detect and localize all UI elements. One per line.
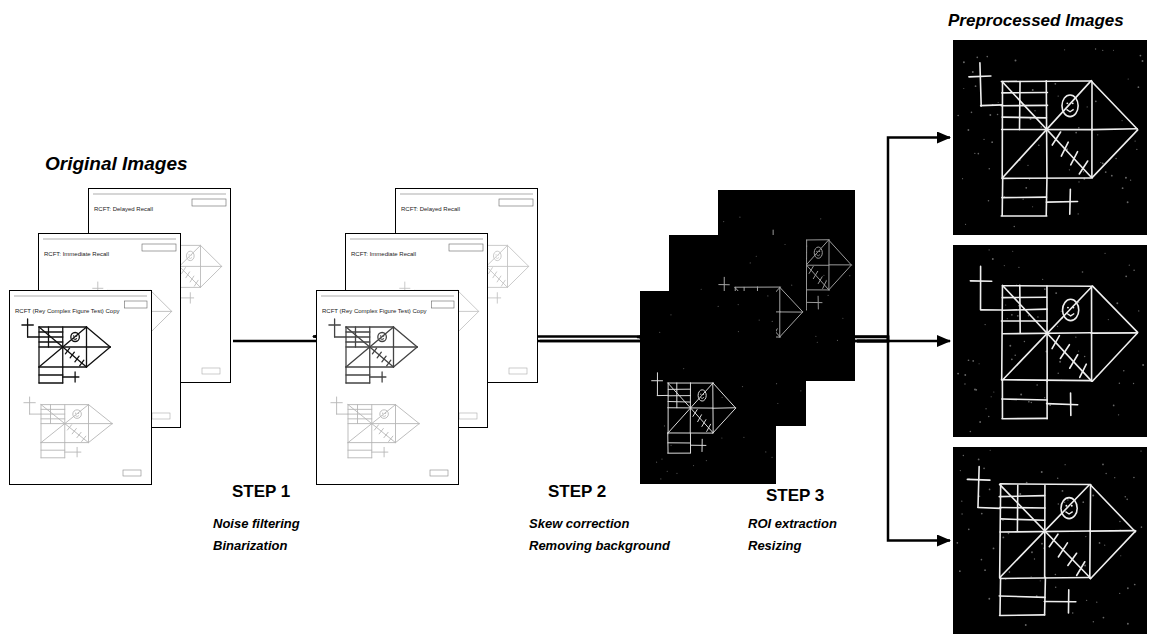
page-header: RCFT (Rey Complex Figure Test) Copy [322,308,426,314]
label-slot: Skew correction [529,514,629,532]
step-description: Binarization [213,538,287,553]
stack-heading: Original Images [45,153,188,175]
flow-arrow [857,138,950,342]
flow-arrow [857,341,950,541]
image-stack: RCFT: Delayed RecallRCFT: Immediate Reca… [316,188,538,485]
step-title: STEP 2 [548,482,606,502]
image-stack: Original ImagesRCFT: Delayed RecallRCFT:… [9,153,231,485]
page-illustration [317,291,458,484]
label-slot: Resizing [748,536,801,554]
binarized-stack [640,190,855,484]
rey-figure [329,319,417,383]
connector-group [233,138,950,541]
binarized-pages [640,190,855,484]
preprocessed-illustration [953,245,1147,437]
step-description: Skew correction [529,516,629,531]
form-page: RCFT (Rey Complex Figure Test) Copy [9,290,152,485]
step-description: ROI extraction [748,516,837,531]
label-slot: Binarization [213,536,287,554]
preprocessed-illustration [953,447,1147,634]
step-description: Noise filtering [213,516,300,531]
page-header: RCFT: Delayed Recall [401,206,460,212]
label-slot: ROI extraction [748,514,837,532]
page-header: RCFT: Immediate Recall [351,251,416,257]
label-slot: STEP 1 [232,482,290,502]
page-header: RCFT (Rey Complex Figure Test) Copy [15,308,119,314]
page-header: RCFT: Immediate Recall [44,251,109,257]
rey-figure [652,373,736,453]
rey-figure [331,397,419,458]
label-slot: STEP 2 [548,482,606,502]
preprocessed-image [953,447,1147,634]
images-heading: Preprocessed Images [948,11,1124,31]
rey-figure [970,266,1137,418]
label-slot: Noise filtering [213,514,300,532]
rey-figure [967,466,1135,615]
rey-figure [22,319,110,383]
rey-figure [969,63,1138,216]
label-slot: Removing background [529,536,670,554]
preprocessed-image [953,245,1147,437]
page-header: RCFT: Delayed Recall [94,206,153,212]
preprocessed-illustration [953,40,1147,235]
step-title: STEP 3 [766,486,824,506]
form-page: RCFT (Rey Complex Figure Test) Copy [316,290,459,485]
rey-figure [24,397,112,458]
step-description: Removing background [529,538,670,553]
preprocessed-image: Preprocessed Images [953,40,1147,235]
label-slot: STEP 3 [766,486,824,506]
step-description: Resizing [748,538,801,553]
page-illustration [10,291,151,484]
step-title: STEP 1 [232,482,290,502]
